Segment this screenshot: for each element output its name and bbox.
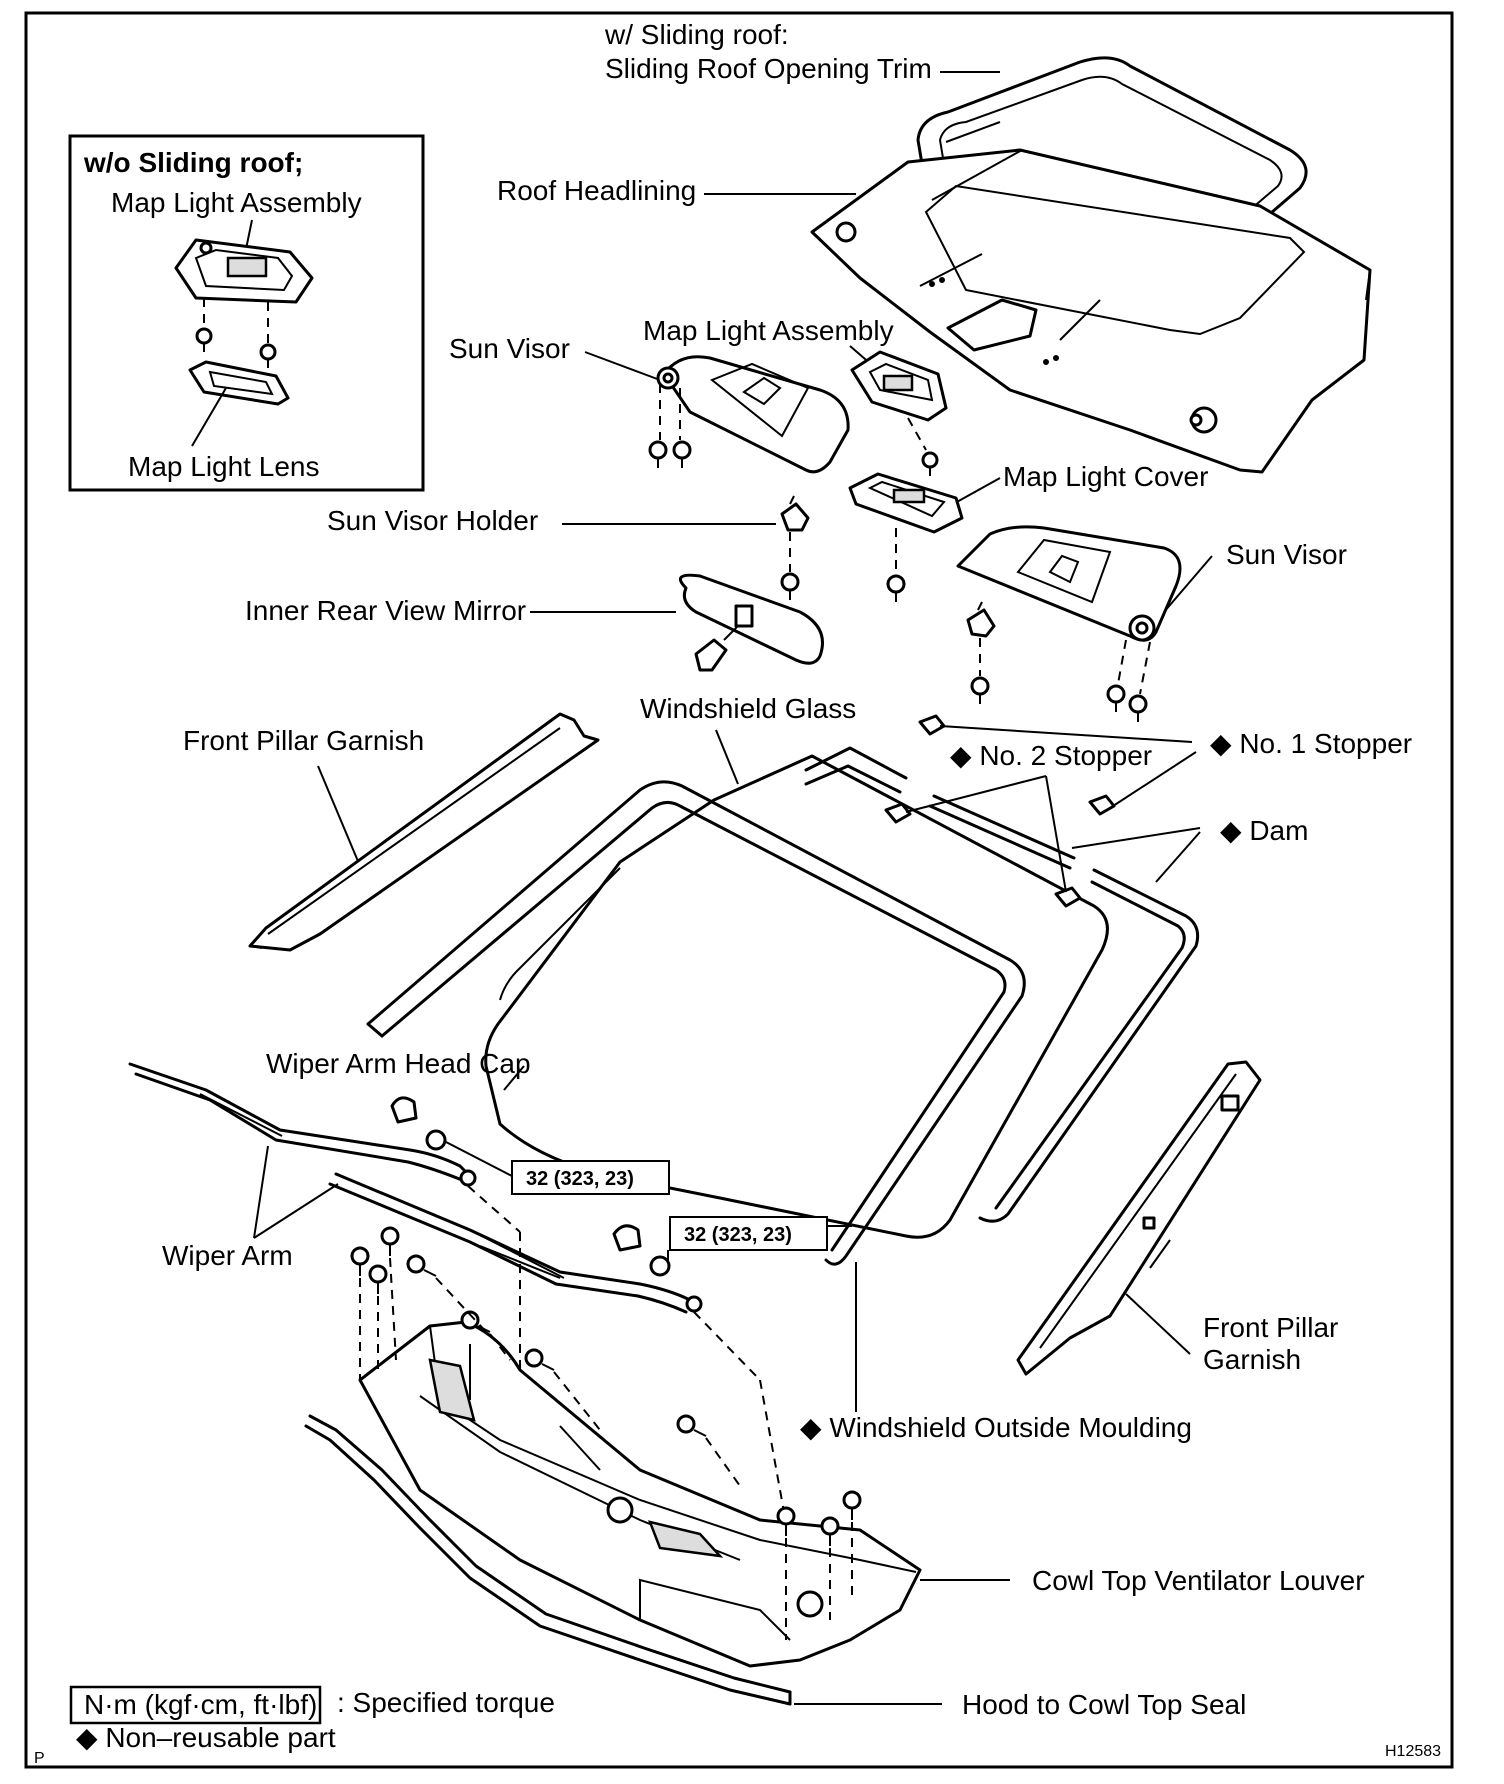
inset-screw-2: [259, 343, 277, 368]
map-light-cover-screw: [886, 574, 906, 602]
hood-to-cowl-top-seal-label: Hood to Cowl Top Seal: [962, 1689, 1246, 1720]
sun-visor-holder-left-screw: [780, 572, 800, 600]
sun-visor-right-screw-1: [1106, 684, 1126, 712]
map-light-assembly-label: Map Light Assembly: [643, 315, 894, 346]
wiper-arm-label: Wiper Arm: [162, 1240, 293, 1271]
dam: [804, 746, 1200, 1223]
sliding-roof-opening-trim-label: Sliding Roof Opening Trim: [605, 53, 932, 84]
inset-map-light-lens-label: Map Light Lens: [128, 451, 319, 482]
no1-stopper-1: [918, 714, 946, 736]
wiper-nut-1: [425, 1129, 447, 1151]
wiper-arm-2: [328, 1172, 703, 1314]
roof-headlining: [810, 148, 1372, 474]
roof-headlining-label: Roof Headlining: [497, 175, 696, 206]
dam-label: ◆ Dam: [1220, 815, 1308, 846]
wiper-arm-head-cap-label: Wiper Arm Head Cap: [266, 1048, 531, 1079]
sliding-roof-label-line1: w/ Sliding roof:: [604, 19, 789, 50]
wiper-arm-head-cap-1: [390, 1096, 418, 1124]
windshield-outside-moulding-label: ◆ Windshield Outside Moulding: [800, 1412, 1192, 1443]
front-pillar-garnish-left-label: Front Pillar Garnish: [183, 725, 424, 756]
torque-box-1: [511, 1160, 670, 1195]
inset-map-light-assembly: [174, 238, 314, 304]
map-light-cover: [848, 472, 964, 534]
sun-visor-right: [956, 525, 1182, 642]
inner-rear-view-mirror-label: Inner Rear View Mirror: [245, 595, 526, 626]
front-pillar-garnish-right: [1016, 1060, 1262, 1376]
legend-non-reusable: ◆ Non–reusable part: [76, 1722, 336, 1753]
legend-torque-unit: N·m (kgf·cm, ft·lbf): [84, 1689, 317, 1720]
torque-value-2: 32 (323, 23): [684, 1224, 792, 1246]
sun-visor-left-screw-2: [672, 440, 692, 468]
legend-torque-desc: : Specified torque: [337, 1687, 555, 1718]
sun-visor-left: [656, 355, 850, 474]
torque-box-2: [669, 1216, 828, 1251]
hood-to-cowl-top-seal: [304, 1414, 792, 1706]
map-light-screw-1: [921, 451, 939, 476]
sun-visor-holder-right-screw: [970, 676, 990, 704]
sun-visor-holder-right: [966, 601, 996, 638]
sun-visor-holder-left: [780, 495, 810, 532]
front-pillar-garnish-right-label-line1: Front Pillar: [1203, 1312, 1338, 1343]
wiper-arm-1: [128, 1062, 477, 1187]
sun-visor-right-screw-2: [1128, 694, 1148, 722]
sun-visor-left-screw-1: [648, 440, 668, 468]
cowl-top-ventilator-louver-label: Cowl Top Ventilator Louver: [1032, 1565, 1365, 1596]
no2-stopper-label: ◆ No. 2 Stopper: [950, 740, 1152, 771]
wiper-nut-2: [649, 1255, 671, 1277]
inset-box: w/o Sliding roof; Map Light Assembly Map…: [68, 134, 425, 492]
cowl-bolts: [350, 1226, 862, 1546]
inset-title: w/o Sliding roof;: [83, 147, 303, 178]
torque-value-1: 32 (323, 23): [526, 1168, 634, 1190]
legend-torque-box: [69, 1685, 322, 1725]
map-light-assembly: [850, 350, 948, 422]
windshield-outside-moulding: [366, 780, 1026, 1266]
no1-stopper-label: ◆ No. 1 Stopper: [1210, 728, 1412, 759]
corner-letter: P: [34, 1750, 45, 1767]
no1-stopper-2: [1088, 794, 1116, 816]
figure-id: H12583: [1385, 1743, 1441, 1760]
windshield-glass-label: Windshield Glass: [640, 693, 856, 724]
inset-map-light-lens: [188, 360, 290, 406]
wiper-arm-head-cap-2: [612, 1224, 642, 1252]
cowl-top-ventilator-louver: [358, 1320, 922, 1668]
sun-visor-holder-label: Sun Visor Holder: [327, 505, 538, 536]
inset-screw-1: [195, 327, 213, 352]
inner-rear-view-mirror: [678, 573, 824, 672]
map-light-cover-label: Map Light Cover: [1003, 461, 1208, 492]
diagram-frame: [24, 11, 1454, 1769]
front-pillar-garnish-right-label-line2: Garnish: [1203, 1344, 1301, 1375]
front-pillar-garnish-left: [248, 712, 600, 952]
sun-visor-right-label: Sun Visor: [1226, 539, 1347, 570]
inset-map-light-assembly-label: Map Light Assembly: [111, 187, 362, 218]
no2-stopper-1: [884, 802, 912, 824]
sun-visor-left-label: Sun Visor: [449, 333, 570, 364]
